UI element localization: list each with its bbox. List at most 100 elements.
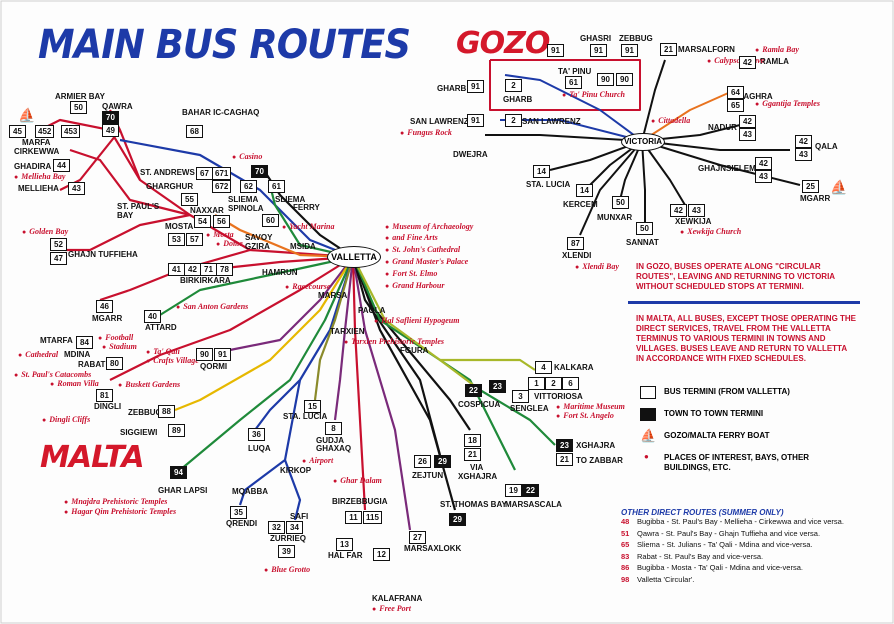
route-box[interactable]: 21	[464, 448, 481, 461]
route-box[interactable]: 91	[214, 348, 231, 361]
route-box[interactable]: 42	[795, 135, 812, 148]
poi-label: Buskett Gardens	[118, 380, 180, 390]
route-box[interactable]: 61	[268, 180, 285, 193]
route-box[interactable]: 21	[556, 453, 573, 466]
route-box[interactable]: 452	[35, 125, 55, 138]
route-box-town[interactable]: 70	[102, 111, 119, 124]
route-box[interactable]: 14	[576, 184, 593, 197]
route-box[interactable]: 91	[467, 80, 484, 93]
route-box[interactable]: 2	[505, 79, 522, 92]
route-box[interactable]: 65	[727, 99, 744, 112]
route-box[interactable]: 84	[76, 336, 93, 349]
route-box[interactable]: 90	[597, 73, 614, 86]
route-box[interactable]: 39	[278, 545, 295, 558]
route-box[interactable]: 47	[50, 252, 67, 265]
route-box[interactable]: 90	[616, 73, 633, 86]
route-box[interactable]: 43	[795, 148, 812, 161]
route-box[interactable]: 36	[248, 428, 265, 441]
route-box[interactable]: 32	[268, 521, 285, 534]
route-box[interactable]: 43	[68, 182, 85, 195]
route-box[interactable]: 56	[213, 215, 230, 228]
route-box[interactable]: 55	[181, 193, 198, 206]
route-box-town[interactable]: 23	[489, 380, 506, 393]
route-box[interactable]: 78	[216, 263, 233, 276]
route-box[interactable]: 43	[739, 128, 756, 141]
route-box[interactable]: 27	[409, 531, 426, 544]
route-box[interactable]: 54	[194, 215, 211, 228]
route-box-town[interactable]: 22	[465, 384, 482, 397]
route-box[interactable]: 89	[168, 424, 185, 437]
route-box[interactable]: 52	[50, 238, 67, 251]
route-box[interactable]: 42	[670, 204, 687, 217]
route-box[interactable]: 91	[621, 44, 638, 57]
route-box[interactable]: 19	[505, 484, 522, 497]
route-box[interactable]: 81	[96, 389, 113, 402]
route-box[interactable]: 42	[739, 56, 756, 69]
route-box[interactable]: 12	[373, 548, 390, 561]
route-box[interactable]: 91	[467, 114, 484, 127]
route-box[interactable]: 25	[802, 180, 819, 193]
route-box[interactable]: 2	[505, 114, 522, 127]
poi-label: Ramla Bay	[755, 45, 799, 55]
route-box[interactable]: 53	[168, 233, 185, 246]
route-box[interactable]: 42	[739, 115, 756, 128]
route-box[interactable]: 91	[590, 44, 607, 57]
route-box[interactable]: 87	[567, 237, 584, 250]
route-box[interactable]: 90	[196, 348, 213, 361]
route-box[interactable]: 50	[70, 101, 87, 114]
route-box[interactable]: 43	[755, 170, 772, 183]
route-box[interactable]: 671	[212, 167, 232, 180]
route-box-town[interactable]: 22	[522, 484, 539, 497]
route-box-town[interactable]: 23	[556, 439, 573, 452]
route-box[interactable]: 42	[755, 157, 772, 170]
route-box[interactable]: 8	[325, 422, 342, 435]
route-box[interactable]: 672	[212, 180, 232, 193]
route-box[interactable]: 26	[414, 455, 431, 468]
route-box[interactable]: 43	[688, 204, 705, 217]
route-box[interactable]: 50	[612, 196, 629, 209]
route-box[interactable]: 14	[533, 165, 550, 178]
route-box[interactable]: 88	[158, 405, 175, 418]
route-box[interactable]: 44	[53, 159, 70, 172]
route-box[interactable]: 34	[286, 521, 303, 534]
route-box[interactable]: 49	[102, 124, 119, 137]
route-box[interactable]: 61	[565, 76, 582, 89]
route-box-town[interactable]: 29	[449, 513, 466, 526]
route-box-town[interactable]: 29	[434, 455, 451, 468]
route-box[interactable]: 4	[535, 361, 552, 374]
route-box[interactable]: 15	[304, 400, 321, 413]
route-box[interactable]: 46	[96, 300, 113, 313]
gozo-info-text: IN GOZO, BUSES OPERATE ALONG "CIRCULAR R…	[636, 262, 835, 291]
route-box[interactable]: 18	[464, 434, 481, 447]
route-box[interactable]: 62	[240, 180, 257, 193]
route-box[interactable]: 50	[636, 222, 653, 235]
route-box[interactable]: 68	[186, 125, 203, 138]
route-box-town[interactable]: 70	[251, 165, 268, 178]
route-box[interactable]: 64	[727, 86, 744, 99]
route-box[interactable]: 41	[168, 263, 185, 276]
route-box-town[interactable]: 94	[170, 466, 187, 479]
route-box[interactable]: 11	[345, 511, 362, 524]
route-box[interactable]: 80	[106, 357, 123, 370]
victoria-hub[interactable]: VICTORIA	[621, 133, 665, 151]
route-box[interactable]: 453	[61, 125, 81, 138]
valletta-hub[interactable]: VALLETTA	[327, 246, 381, 268]
route-box[interactable]: 1	[528, 377, 545, 390]
route-birzebbugia-red	[351, 256, 367, 511]
route-box[interactable]: 6	[562, 377, 579, 390]
route-box[interactable]: 91	[547, 44, 564, 57]
route-box[interactable]: 115	[363, 511, 382, 524]
place-label: KALAFRANA	[372, 594, 423, 603]
route-box[interactable]: 60	[262, 214, 279, 227]
route-box[interactable]: 3	[512, 390, 529, 403]
route-box[interactable]: 67	[196, 167, 213, 180]
route-box[interactable]: 40	[144, 310, 161, 323]
route-box[interactable]: 2	[545, 377, 562, 390]
route-box[interactable]: 35	[230, 506, 247, 519]
route-box[interactable]: 21	[660, 43, 677, 56]
route-box[interactable]: 13	[336, 538, 353, 551]
route-box[interactable]: 42	[184, 263, 201, 276]
route-box[interactable]: 45	[9, 125, 26, 138]
route-box[interactable]: 71	[200, 263, 217, 276]
route-box[interactable]: 57	[186, 233, 203, 246]
